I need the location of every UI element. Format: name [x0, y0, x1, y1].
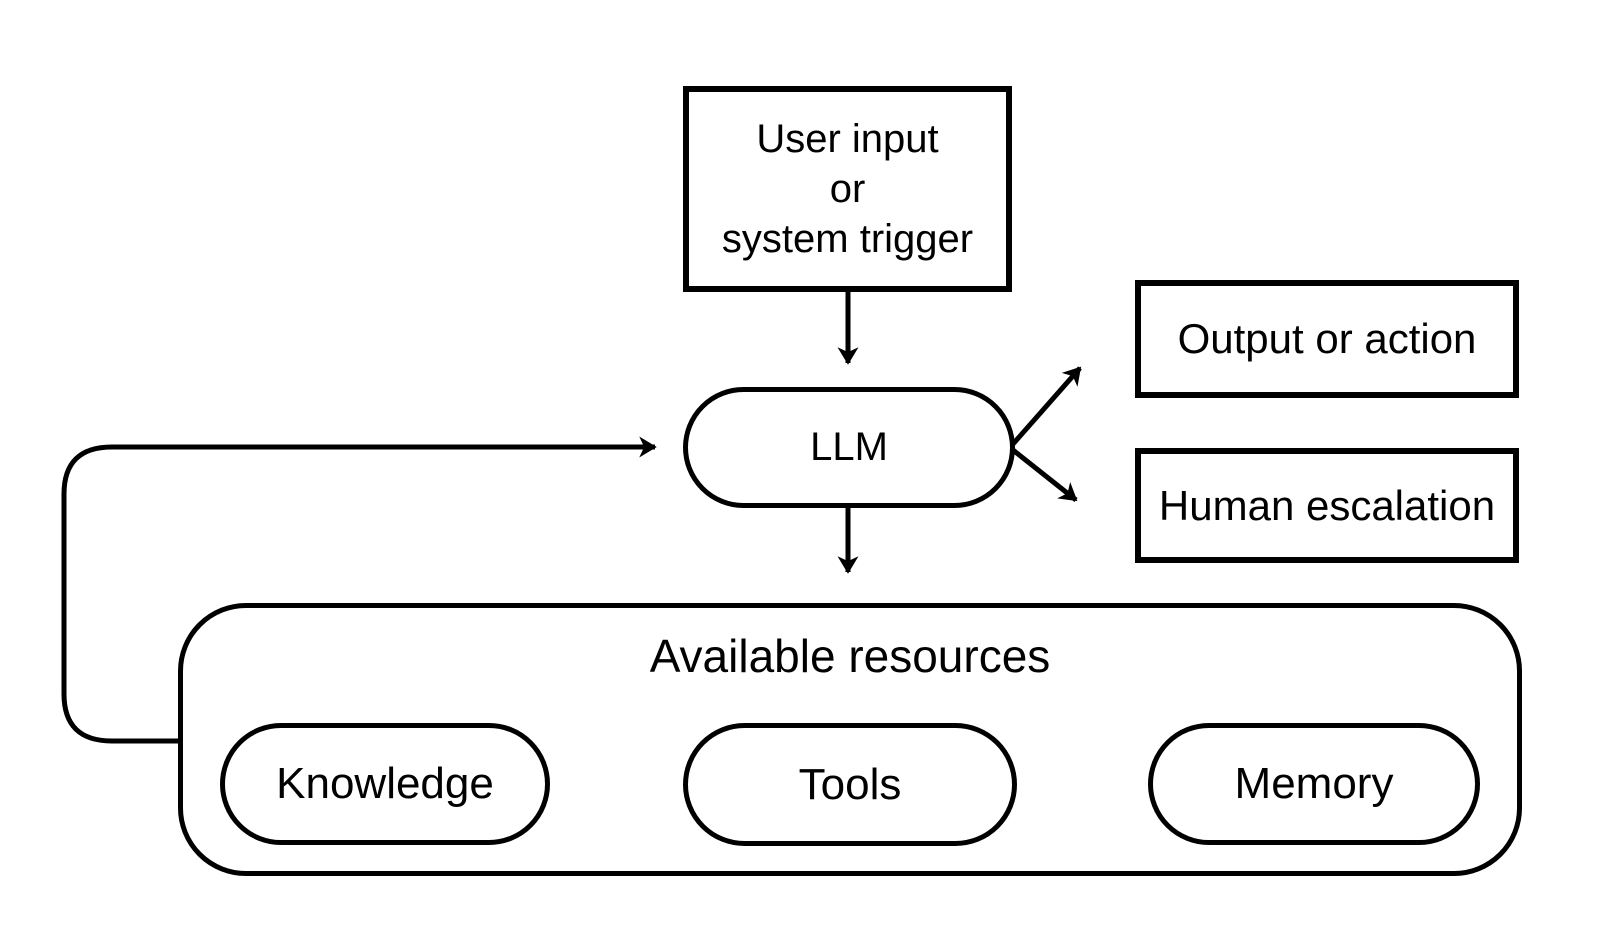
user-input-box: User input or system trigger [683, 86, 1012, 292]
user-input-line-1: User input [756, 117, 939, 161]
knowledge-pill: Knowledge [220, 723, 550, 845]
tools-label: Tools [798, 759, 902, 809]
output-or-action-box: Output or action [1135, 280, 1519, 398]
tools-pill: Tools [683, 723, 1017, 846]
human-escalation-box: Human escalation [1135, 448, 1519, 563]
output-or-action-label: Output or action [1177, 315, 1477, 362]
llm-node: LLM [683, 387, 1015, 508]
arrow-llm-to-human [1011, 448, 1078, 502]
user-input-line-2: or [829, 167, 866, 211]
available-resources-title: Available resources [649, 630, 1051, 682]
user-input-line-3: system trigger [721, 217, 974, 261]
arrow-llm-to-output [1011, 366, 1082, 446]
knowledge-label: Knowledge [276, 759, 494, 808]
feedback-loop-arrow [61, 436, 657, 744]
memory-label: Memory [1234, 759, 1394, 808]
memory-pill: Memory [1148, 723, 1480, 845]
llm-label: LLM [810, 425, 888, 469]
human-escalation-label: Human escalation [1158, 481, 1496, 529]
